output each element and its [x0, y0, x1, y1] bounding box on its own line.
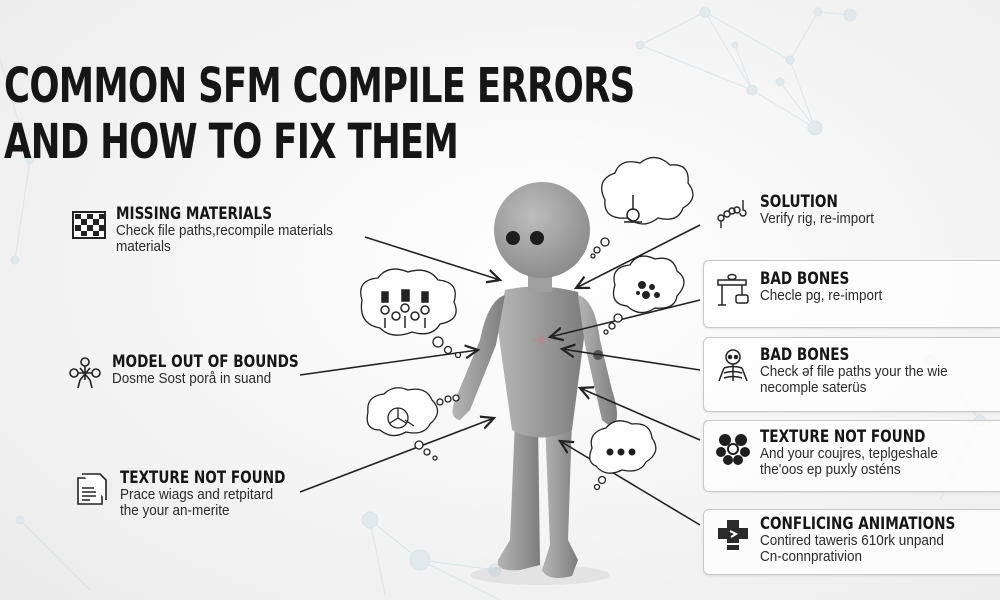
error-card-bad-bones-1: BAD BONES Checle pg, re-import	[703, 260, 1000, 328]
callout-arrows	[299, 224, 701, 526]
bone-rig-icon	[380, 289, 430, 328]
item-heading: MISSING MATERIALS	[116, 204, 273, 224]
ellipsis-icon	[606, 448, 636, 456]
item-description: Prace wiags and retpitard	[120, 486, 274, 503]
joystick-bubble	[601, 156, 694, 225]
item-description-2: materials	[116, 238, 171, 255]
card-content: BAD BONES Checle pg, re-import	[716, 271, 896, 307]
chest-gizmo	[533, 332, 549, 348]
item-description-2: necomple saterüs	[760, 379, 867, 396]
bone-rig-bubble	[360, 268, 457, 336]
item-description: Verify rig, re-import	[760, 210, 875, 227]
item-heading: BAD BONES	[760, 269, 850, 289]
item-description: Check əf file paths your the wie	[760, 363, 948, 380]
item-heading: BAD BONES	[760, 345, 850, 365]
skeleton-icon	[718, 349, 748, 382]
title-line-1: COMMON SFM COMPILE ERRORS	[4, 58, 635, 114]
flower-nodes-icon	[716, 434, 750, 465]
item-heading: CONFLICING ANIMATIONS	[760, 514, 956, 534]
left-item-missing-materials: MISSING MATERIALS Check file paths,recom…	[72, 206, 357, 255]
joystick-icon	[624, 195, 642, 223]
item-heading: TEXTURE NOT FOUND	[120, 468, 286, 488]
right-item-solution: SOLUTION Verify rig, re-import	[716, 194, 887, 230]
page-title: COMMON SFM COMPILE ERRORS AND HOW TO FIX…	[4, 58, 635, 170]
title-line-2: AND HOW TO FIX THEM	[4, 114, 459, 170]
bone-chain-icon	[717, 200, 747, 228]
broken-cross-icon	[718, 520, 748, 550]
item-heading: TEXTURE NOT FOUND	[760, 427, 926, 447]
item-heading: SOLUTION	[760, 192, 838, 212]
splat-icon	[636, 281, 660, 299]
item-description: Dosme Sost porå in suand	[112, 370, 272, 387]
item-description: Contired taweris 610rk unpand	[760, 532, 944, 549]
left-item-texture-not-found: TEXTURE NOT FOUND Prace wiags and retpit…	[76, 470, 327, 519]
left-item-model-out-of-bounds: MODEL OUT OF BOUNDS Dosme Sost porå in s…	[68, 354, 345, 390]
error-card-texture-not-found: TEXTURE NOT FOUND And your coujres, tepl…	[703, 420, 1000, 492]
item-description-2: the your an-merite	[120, 502, 230, 519]
item-description: Checle pg, re-import	[760, 287, 883, 304]
card-content: BAD BONES Check əf file paths your the w…	[716, 347, 968, 396]
rig-hierarchy-icon	[717, 273, 749, 306]
item-heading: MODEL OUT OF BOUNDS	[112, 352, 299, 372]
item-description: Check file paths,recompile materials	[116, 222, 333, 239]
molecule-figure-icon	[69, 357, 101, 389]
mannequin	[452, 182, 617, 585]
wireframe-icon	[387, 407, 415, 429]
card-content: TEXTURE NOT FOUND And your coujres, tepl…	[716, 429, 967, 478]
item-description-2: the'oos ep puxly osténs	[760, 461, 901, 478]
card-content: CONFLICING ANIMATIONS Contired taweris 6…	[716, 516, 1000, 565]
splat-bubble	[612, 255, 685, 314]
error-card-bad-bones-2: BAD BONES Check əf file paths your the w…	[703, 337, 1000, 412]
checkerboard-icon	[72, 211, 106, 239]
ellipsis-bubble	[589, 420, 657, 474]
document-icon	[77, 473, 107, 505]
wireframe-bubble	[366, 387, 439, 437]
item-description: And your coujres, teplgeshale	[760, 445, 938, 462]
thought-bubbles	[360, 156, 694, 491]
error-card-conflicting-animations: CONFLICING ANIMATIONS Contired taweris 6…	[703, 509, 1000, 575]
item-description-2: Cn-connprativion	[760, 548, 863, 565]
